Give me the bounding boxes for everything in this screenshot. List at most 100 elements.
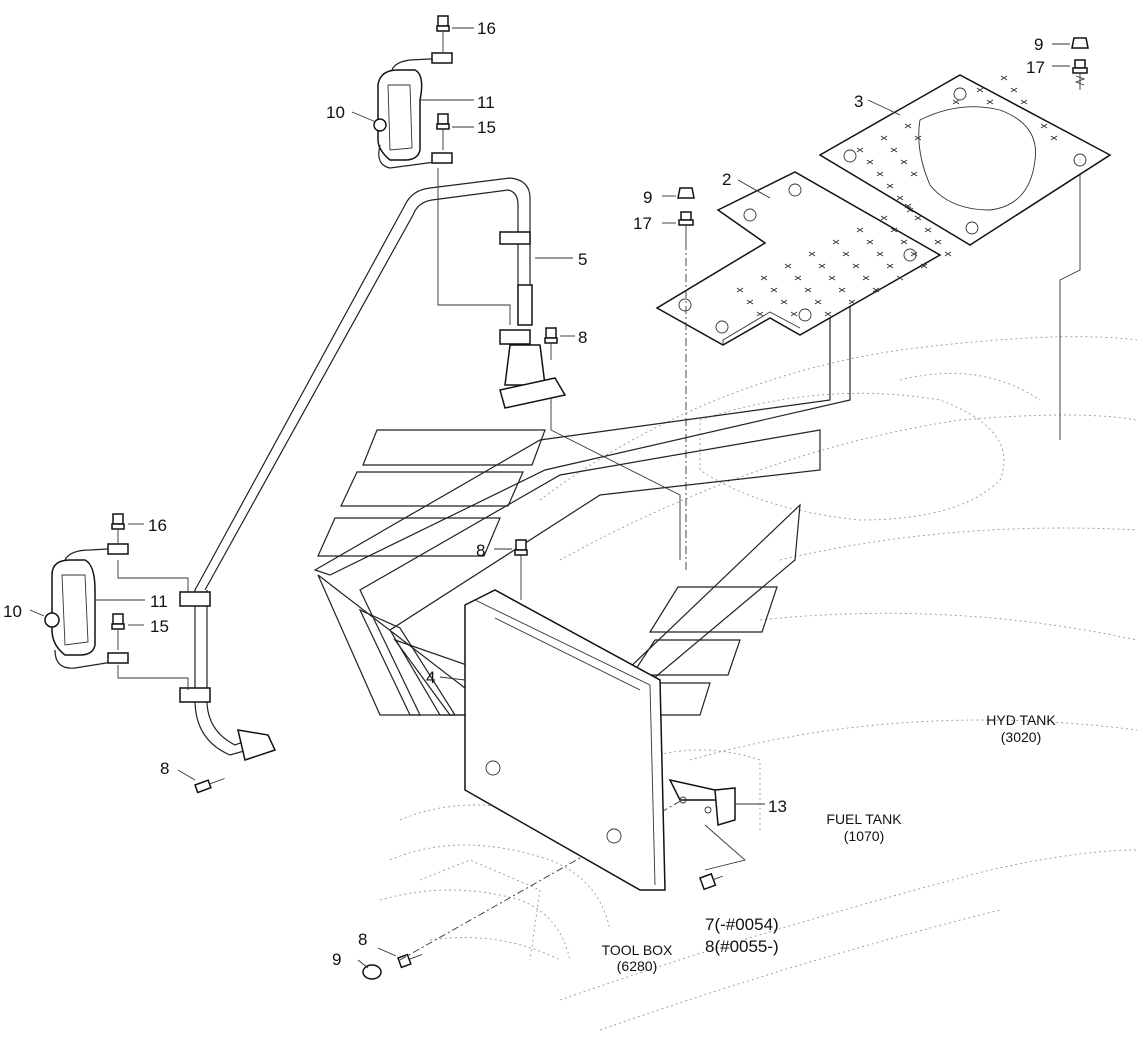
component-captions: HYD TANK (3020) FUEL TANK (1070) TOOL BO… [602, 712, 1057, 974]
caption-hyd-tank-code: (3020) [1001, 729, 1041, 745]
anti-slip-mark [904, 123, 912, 129]
label-16-lower: 16 [148, 516, 167, 535]
anti-slip-mark [1050, 135, 1058, 141]
anti-slip-mark [900, 159, 908, 165]
anti-slip-mark [848, 299, 856, 305]
anti-slip-mark [818, 263, 826, 269]
anti-slip-mark [986, 99, 994, 105]
label-4: 4 [426, 668, 435, 687]
label-8-handrail-base: 8 [160, 759, 169, 778]
anti-slip-mark [736, 287, 744, 293]
anti-slip-mark [770, 287, 778, 293]
anti-slip-mark [866, 239, 874, 245]
anti-slip-mark [814, 299, 822, 305]
anti-slip-mark [910, 171, 918, 177]
anti-slip-mark [914, 215, 922, 221]
machine-body-ghost [379, 336, 1137, 1031]
anti-slip-mark [852, 263, 860, 269]
anti-slip-mark [886, 183, 894, 189]
label-11-upper: 11 [477, 93, 495, 112]
toolbox-cover-4 [464, 589, 666, 891]
mirror-upper [373, 52, 511, 325]
anti-slip-mark [896, 275, 904, 281]
anti-slip-mark [890, 227, 898, 233]
label-11-lower: 11 [150, 592, 168, 611]
label-3: 3 [854, 92, 863, 111]
part-labels: 16 11 10 15 9 17 3 9 17 2 5 8 16 10 11 1… [3, 19, 1045, 969]
label-2: 2 [722, 170, 731, 189]
anti-slip-mark [746, 299, 754, 305]
anti-slip-mark [862, 275, 870, 281]
anti-slip-mark [1000, 75, 1008, 81]
anti-slip-mark [924, 227, 932, 233]
anti-slip-mark [856, 147, 864, 153]
anti-slip-mark [944, 251, 952, 257]
label-15-upper: 15 [477, 118, 496, 137]
caption-fuel-tank-code: (1070) [844, 828, 884, 844]
caption-hyd-tank: HYD TANK [986, 712, 1056, 728]
anti-slip-mark [914, 135, 922, 141]
anti-slip-mark [976, 87, 984, 93]
label-17-mid: 17 [633, 214, 652, 233]
label-8-bottom: 8 [358, 930, 367, 949]
step-plate-3 [818, 74, 1112, 440]
label-10-lower: 10 [3, 602, 22, 621]
anti-slip-mark [1010, 87, 1018, 93]
anti-slip-mark [876, 171, 884, 177]
anti-slip-mark [876, 251, 884, 257]
anti-slip-mark [756, 311, 764, 317]
label-9-mid: 9 [643, 188, 652, 207]
anti-slip-mark [808, 251, 816, 257]
anti-slip-mark [910, 251, 918, 257]
anti-slip-mark [1020, 99, 1028, 105]
label-13: 13 [768, 797, 787, 816]
label-9-top: 9 [1034, 35, 1043, 54]
anti-slip-mark [880, 215, 888, 221]
caption-tool-box-code: (6280) [617, 958, 657, 974]
anti-slip-mark [872, 287, 880, 293]
caption-tool-box: TOOL BOX [602, 942, 673, 958]
screws-mirror-lower [111, 513, 125, 650]
anti-slip-mark [794, 275, 802, 281]
leader-lines [29, 27, 1070, 969]
anti-slip-mark [886, 263, 894, 269]
anti-slip-mark [824, 311, 832, 317]
label-9-bottom: 9 [332, 950, 341, 969]
handrail-5 [179, 177, 567, 761]
anti-slip-mark [780, 299, 788, 305]
mirror-lower [44, 543, 189, 690]
bolt-group-top-right [1071, 37, 1089, 90]
anti-slip-mark [900, 239, 908, 245]
label-5: 5 [578, 250, 587, 269]
anti-slip-mark [952, 99, 960, 105]
label-15-lower: 15 [150, 617, 169, 636]
label-8-serial: 8(#0055-) [705, 937, 779, 956]
anti-slip-mark [828, 275, 836, 281]
anti-slip-mark [784, 263, 792, 269]
anti-slip-mark [920, 263, 928, 269]
anti-slip-mark [832, 239, 840, 245]
label-17-top: 17 [1026, 58, 1045, 77]
caption-fuel-tank: FUEL TANK [826, 811, 902, 827]
anti-slip-mark [838, 287, 846, 293]
anti-slip-mark [760, 275, 768, 281]
anti-slip-mark [880, 135, 888, 141]
label-8-handle: 8 [578, 328, 587, 347]
bolt-group-mid [677, 187, 695, 570]
anti-slip-mark [790, 311, 798, 317]
label-10-upper: 10 [326, 103, 345, 122]
label-7: 7(-#0054) [705, 915, 779, 934]
label-8-cover: 8 [476, 541, 485, 560]
anti-slip-mark [934, 239, 942, 245]
step-plate-2 [655, 171, 952, 346]
label-16-upper: 16 [477, 19, 496, 38]
bracket-13 [668, 778, 765, 826]
anti-slip-mark [896, 195, 904, 201]
anti-slip-mark [804, 287, 812, 293]
anti-slip-mark [890, 147, 898, 153]
anti-slip-mark [866, 159, 874, 165]
anti-slip-mark [856, 227, 864, 233]
anti-slip-mark [1040, 123, 1048, 129]
